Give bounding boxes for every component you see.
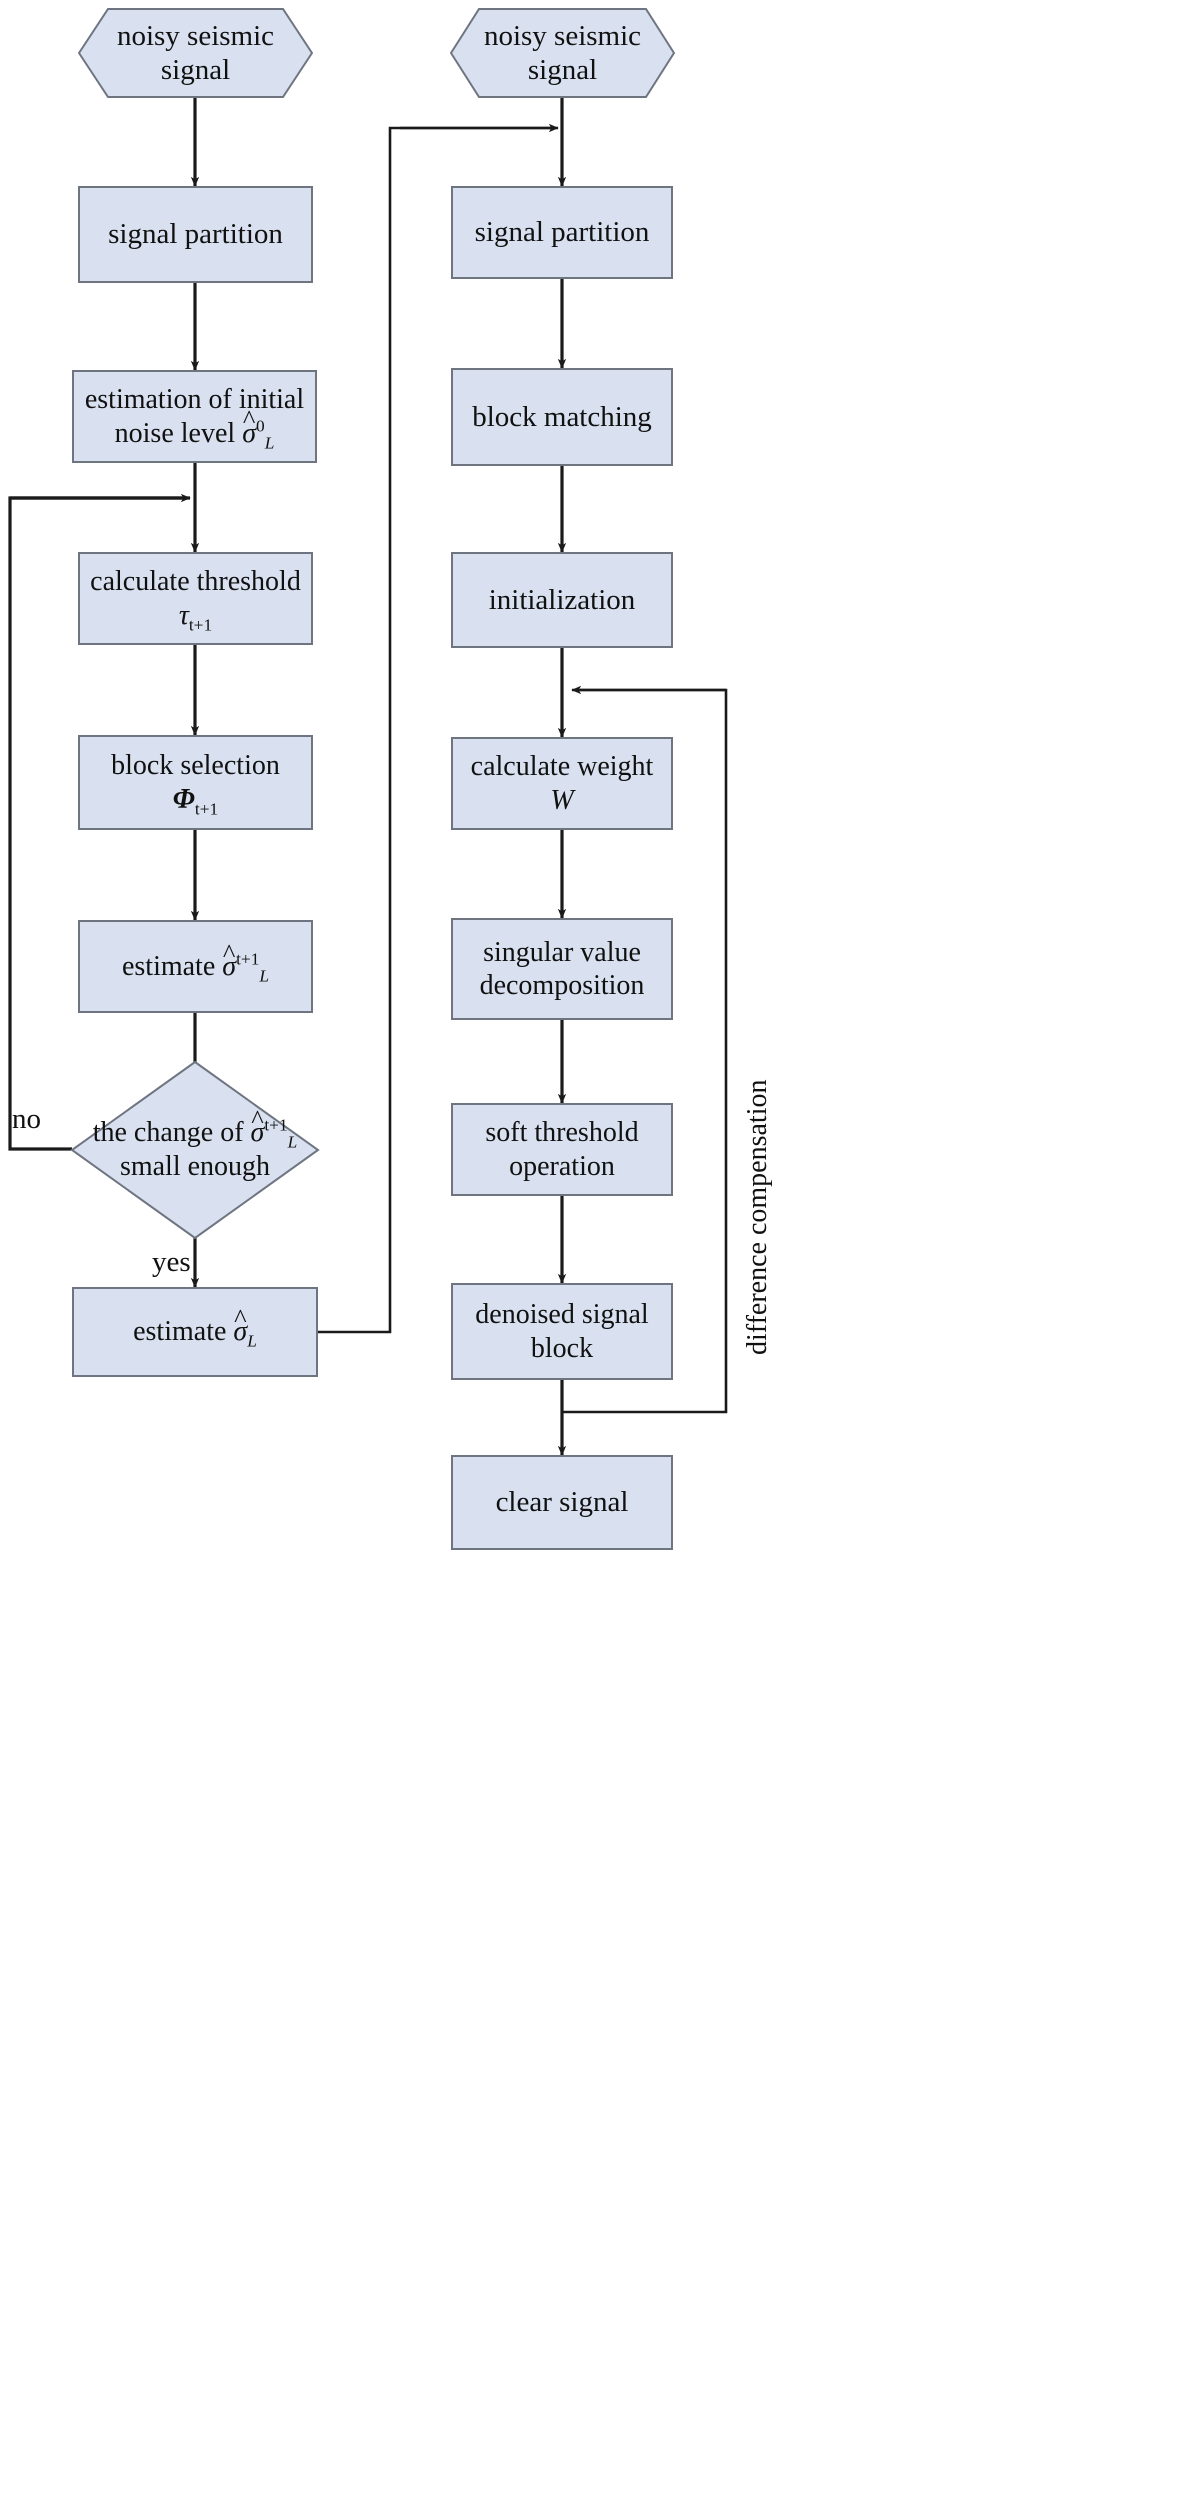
node-line1: initialization: [488, 583, 636, 616]
node-calculate-threshold[interactable]: calculate threshold τt+1: [78, 552, 313, 645]
edge-label-no: no: [12, 1103, 41, 1135]
node-line1: signal partition: [474, 216, 650, 249]
node-block-selection[interactable]: block selection Φt+1: [78, 735, 313, 830]
node-label: noisy seismic signal: [78, 8, 313, 98]
node-line1: block selection: [111, 750, 280, 782]
math-tau-t-plus-1: τt+1: [178, 599, 213, 635]
node-line2: operation: [509, 1150, 615, 1182]
math-sigma-hat-L: σ^L: [233, 1303, 257, 1352]
node-line1: denoised signal: [475, 1299, 649, 1331]
edge-label-difference-compensation: difference compensation: [742, 1079, 773, 1355]
node-clear-signal[interactable]: clear signal: [451, 1455, 673, 1550]
node-line1: soft threshold: [485, 1117, 639, 1149]
node-line1: calculate weight: [470, 751, 654, 783]
node-signal-partition-right[interactable]: signal partition: [451, 186, 673, 279]
node-label: noisy seismic signal: [450, 8, 675, 98]
math-sigma-hat-0-L: σ^0L: [242, 404, 275, 453]
node-calculate-weight[interactable]: calculate weight W: [451, 737, 673, 830]
node-line1: noisy seismic: [116, 19, 275, 52]
node-estimate-sigma-L[interactable]: estimate σ^L: [72, 1287, 318, 1377]
math-W: W: [550, 784, 574, 816]
node-line1: calculate threshold: [90, 566, 301, 598]
node-line1: signal partition: [108, 218, 283, 251]
node-noisy-seismic-signal-right[interactable]: noisy seismic signal: [450, 8, 675, 98]
node-line2: block: [530, 1332, 594, 1364]
node-line1: noisy seismic: [483, 19, 642, 52]
node-signal-partition-left[interactable]: signal partition: [78, 186, 313, 283]
node-line1: the change of σ^t+1L: [92, 1104, 298, 1152]
node-initialization[interactable]: initialization: [451, 552, 673, 648]
node-line1: clear signal: [495, 1486, 629, 1519]
node-line2: signal: [527, 54, 598, 86]
node-line1: estimation of initial: [84, 384, 305, 416]
node-line2: decomposition: [479, 970, 645, 1001]
node-line2: noise level σ^0L: [114, 404, 275, 453]
math-sigma-hat-t-plus-1-L: σ^t+1L: [222, 937, 270, 986]
node-denoised-signal-block[interactable]: denoised signal block: [451, 1283, 673, 1380]
node-line1: estimate σ^L: [133, 1303, 257, 1352]
math-phi-t-plus-1: Φt+1: [172, 783, 219, 819]
node-estimation-initial-noise-level[interactable]: estimation of initial noise level σ^0L: [72, 370, 317, 463]
node-label: the change of σ^t+1L small enough: [70, 1060, 320, 1240]
node-line1: estimate σ^t+1L: [121, 937, 270, 986]
node-noisy-seismic-signal-left[interactable]: noisy seismic signal: [78, 8, 313, 98]
math-sigma-hat-t-plus-1-L: σ^t+1L: [250, 1104, 298, 1152]
node-line1: block matching: [472, 400, 652, 433]
edge-label-yes: yes: [152, 1246, 191, 1278]
node-line1: singular value: [483, 936, 641, 968]
node-line2: signal: [160, 54, 231, 86]
node-estimate-sigma-t-plus-1[interactable]: estimate σ^t+1L: [78, 920, 313, 1013]
node-singular-value-decomposition[interactable]: singular value decomposition: [451, 918, 673, 1020]
node-block-matching[interactable]: block matching: [451, 368, 673, 466]
node-line2: small enough: [119, 1151, 271, 1182]
node-soft-threshold-operation[interactable]: soft threshold operation: [451, 1103, 673, 1196]
node-decision-change-small-enough[interactable]: the change of σ^t+1L small enough: [70, 1060, 320, 1240]
